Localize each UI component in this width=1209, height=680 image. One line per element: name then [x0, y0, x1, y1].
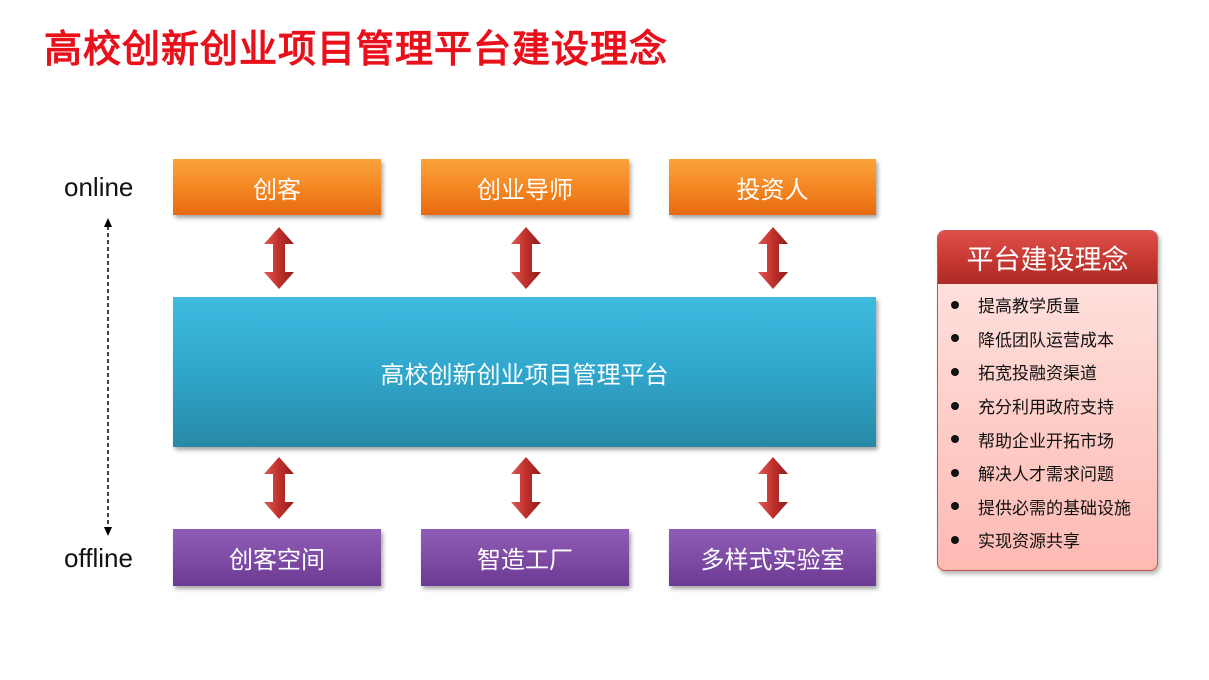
offline-box-smart-factory: 智造工厂 — [421, 529, 629, 586]
double-arrow-icon — [758, 227, 788, 289]
bullet-icon — [951, 334, 959, 343]
list-item-label: 充分利用政府支持 — [978, 398, 1114, 419]
list-item: 实现资源共享 — [938, 523, 1157, 557]
list-item-label: 降低团队运营成本 — [978, 330, 1114, 351]
list-item: 提高教学质量 — [938, 288, 1157, 322]
bullet-icon — [951, 367, 959, 376]
principles-panel: 平台建设理念 提高教学质量 降低团队运营成本 拓宽投融资渠道 充分利用政府支持 … — [937, 230, 1158, 571]
online-box-mentor: 创业导师 — [421, 159, 629, 215]
list-item: 降低团队运营成本 — [938, 322, 1157, 356]
online-label: online — [64, 172, 134, 202]
bullet-icon — [951, 535, 959, 544]
list-item-label: 帮助企业开拓市场 — [978, 431, 1114, 452]
principles-list: 提高教学质量 降低团队运营成本 拓宽投融资渠道 充分利用政府支持 帮助企业开拓市… — [938, 284, 1157, 557]
list-item: 充分利用政府支持 — [938, 389, 1157, 423]
double-arrow-icon — [511, 457, 541, 519]
list-item-label: 拓宽投融资渠道 — [978, 364, 1097, 385]
principles-header: 平台建设理念 — [938, 231, 1157, 284]
list-item: 帮助企业开拓市场 — [938, 422, 1157, 456]
bullet-icon — [951, 502, 959, 511]
list-item: 拓宽投融资渠道 — [938, 355, 1157, 389]
page-title: 高校创新创业项目管理平台建设理念 — [44, 27, 669, 71]
list-item-label: 提供必需的基础设施 — [978, 498, 1131, 519]
double-arrow-icon — [264, 227, 294, 289]
double-arrow-icon — [758, 457, 788, 519]
double-arrow-icon — [264, 457, 294, 519]
list-item: 提供必需的基础设施 — [938, 490, 1157, 524]
list-item-label: 提高教学质量 — [978, 297, 1080, 318]
offline-box-labs: 多样式实验室 — [669, 529, 876, 586]
platform-box: 高校创新创业项目管理平台 — [173, 297, 876, 447]
offline-label: offline — [64, 543, 133, 573]
online-box-investor: 投资人 — [669, 159, 876, 215]
offline-box-makerspace: 创客空间 — [173, 529, 381, 586]
bullet-icon — [951, 401, 959, 410]
double-arrow-icon — [511, 227, 541, 289]
bullet-icon — [951, 300, 959, 309]
bullet-icon — [951, 435, 959, 444]
bullet-icon — [951, 468, 959, 477]
online-box-maker: 创客 — [173, 159, 381, 215]
list-item: 解决人才需求问题 — [938, 456, 1157, 490]
online-offline-axis-arrow — [104, 218, 112, 536]
list-item-label: 实现资源共享 — [978, 532, 1080, 553]
list-item-label: 解决人才需求问题 — [978, 465, 1114, 486]
